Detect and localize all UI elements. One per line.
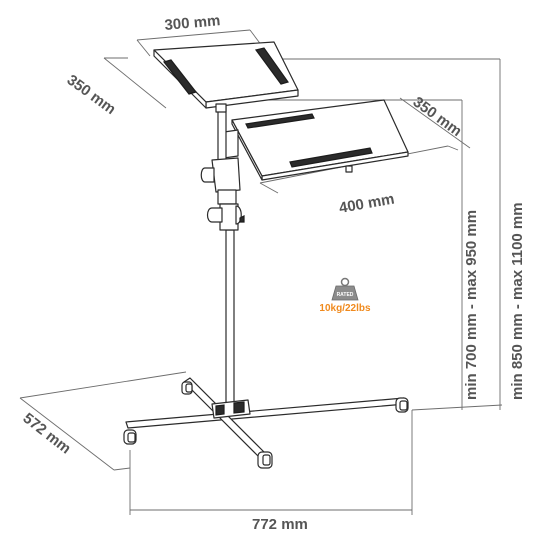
label-side-tray-width: 400 mm bbox=[338, 190, 396, 216]
lower-clamp bbox=[219, 203, 239, 231]
load-capacity-text: 10kg/22lbs bbox=[319, 303, 371, 314]
stand-pole bbox=[200, 103, 245, 407]
caster-back-right bbox=[395, 397, 409, 413]
weight-icon: RATED bbox=[331, 277, 359, 301]
caster-front-left bbox=[123, 429, 137, 445]
top-tray-handle-right bbox=[254, 47, 289, 85]
side-tray-handle-back bbox=[245, 113, 315, 129]
label-height-inner: min 700 mm - max 950 mm bbox=[463, 210, 480, 400]
caster-back-left bbox=[181, 381, 193, 395]
label-side-tray-depth: 350 mm bbox=[410, 93, 465, 140]
stand-base bbox=[125, 377, 407, 457]
dim-line-base-depth bbox=[19, 397, 115, 471]
side-tray bbox=[223, 99, 409, 181]
label-height-outer: min 850 mm - max 1100 mm bbox=[509, 202, 526, 400]
top-tray-handle-left bbox=[162, 59, 198, 95]
dim-line-side-depth bbox=[399, 97, 471, 149]
caster-front-right bbox=[257, 451, 273, 469]
top-tray bbox=[153, 41, 299, 113]
main-pole bbox=[225, 229, 235, 407]
casters bbox=[123, 381, 409, 469]
label-top-tray-width: 300 mm bbox=[164, 12, 221, 34]
lower-knob-left bbox=[206, 207, 223, 223]
side-tray-handle-front bbox=[289, 147, 373, 168]
label-top-tray-depth: 350 mm bbox=[64, 71, 119, 118]
dim-line-top-width bbox=[136, 29, 251, 41]
load-rating-badge: RATED 10kg/22lbs bbox=[319, 277, 371, 314]
upper-knob bbox=[200, 167, 215, 183]
label-base-width: 772 mm bbox=[252, 516, 308, 533]
rated-label: RATED bbox=[337, 292, 354, 298]
upper-clamp bbox=[211, 157, 241, 193]
dim-line-top-depth bbox=[103, 57, 167, 109]
base-bar-long bbox=[125, 397, 407, 429]
